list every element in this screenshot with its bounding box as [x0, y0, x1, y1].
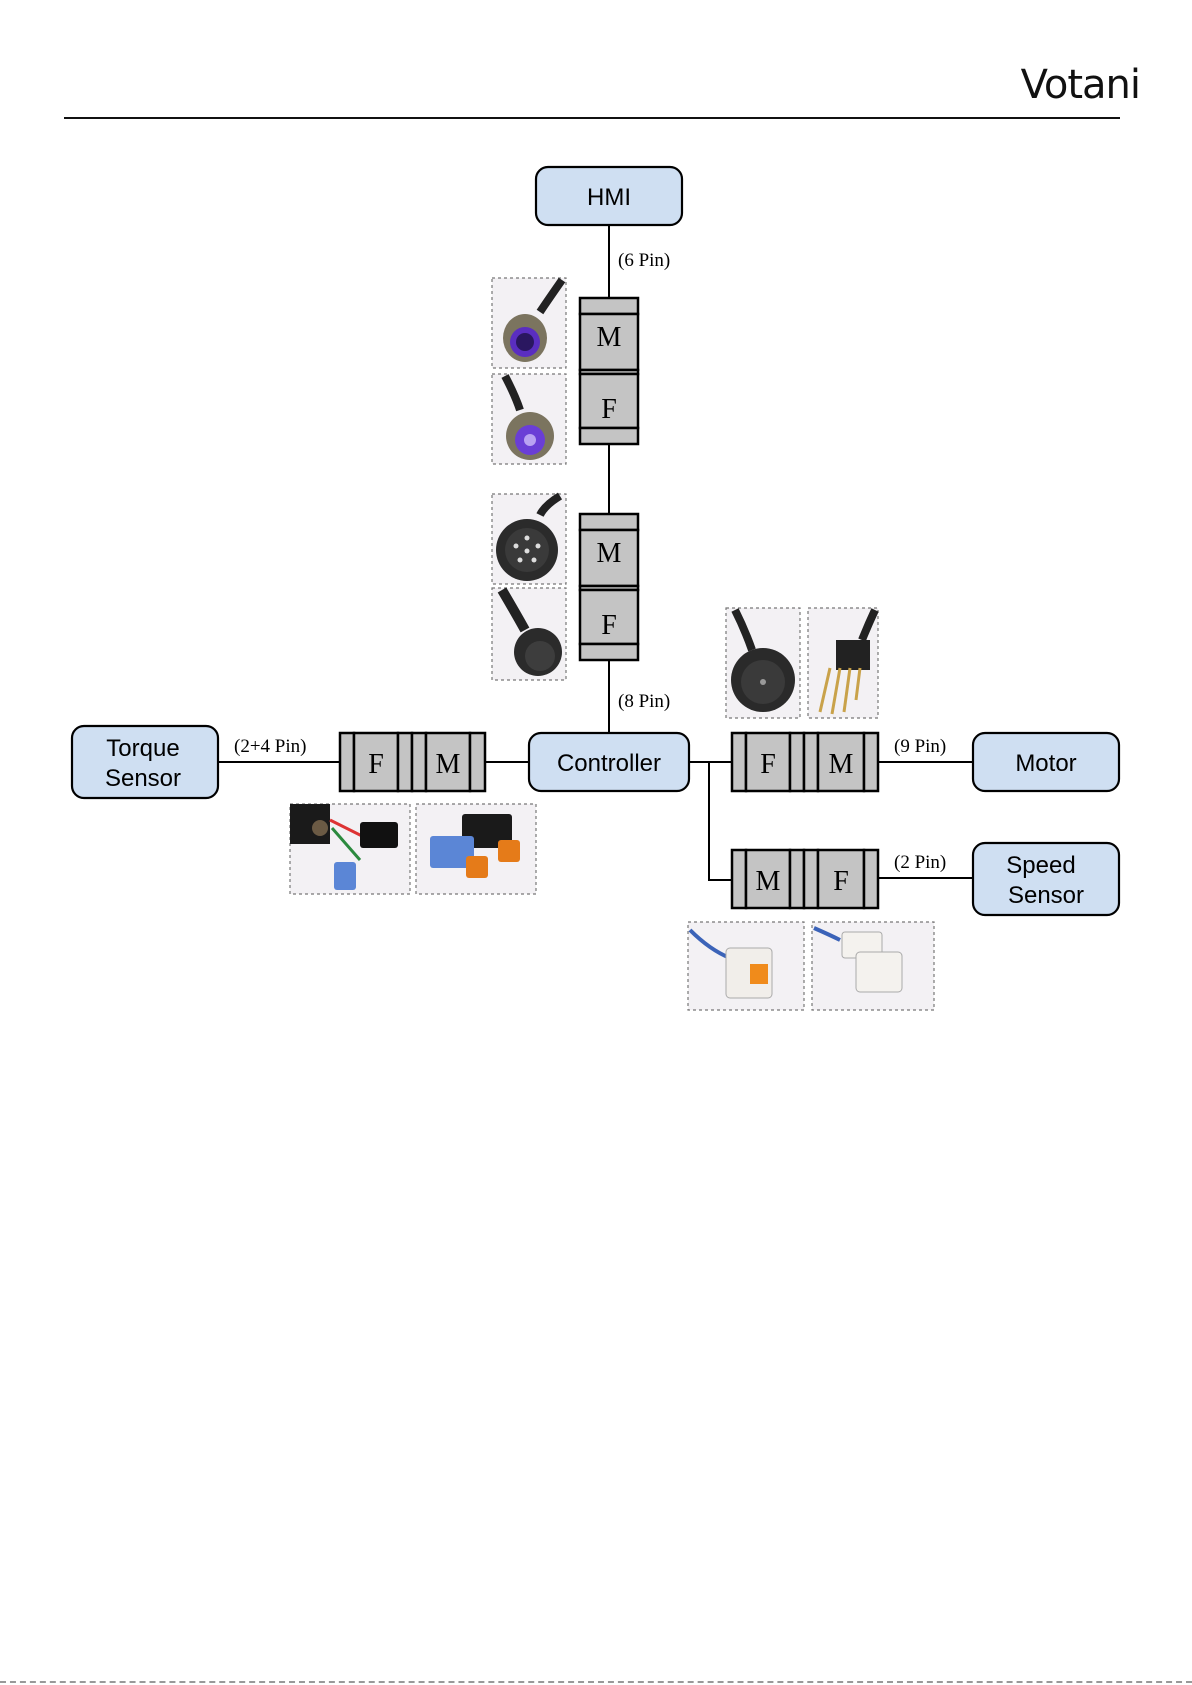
connector-cap	[864, 733, 878, 791]
connector-head-icon	[836, 640, 870, 670]
controller-label: Controller	[557, 750, 661, 777]
connector-pins-icon	[524, 434, 536, 446]
connector-face-icon	[525, 641, 555, 671]
torque-sensor-label-line1: Torque	[106, 735, 179, 762]
connector-cap	[470, 733, 485, 791]
connector-speed: M F	[732, 850, 878, 908]
connector-cap	[732, 850, 746, 908]
photo-speed-1	[688, 922, 804, 1010]
motor-label: Motor	[1015, 750, 1076, 777]
torque-sensor-label-line2: Sensor	[105, 765, 181, 792]
connector-hmi: M F	[580, 298, 638, 444]
node-controller: Controller	[529, 733, 689, 791]
connector-male-label: M	[756, 866, 781, 897]
connector-torque: F M	[340, 733, 485, 791]
node-hmi: HMI	[536, 167, 682, 225]
pin-label-motor: (9 Pin)	[894, 736, 946, 757]
connector-female-label: F	[760, 749, 776, 780]
connector-band	[398, 733, 412, 791]
connector-band	[804, 733, 818, 791]
connector-male-label: M	[597, 322, 622, 353]
footer-rule	[0, 1681, 1192, 1683]
speed-sensor-label-line2: Sensor	[1008, 882, 1084, 909]
node-torque-sensor: Torque Sensor	[72, 726, 218, 798]
connector-band	[412, 733, 426, 791]
connector-cap	[580, 514, 638, 530]
pin-dot	[525, 549, 530, 554]
pin-label-speed: (2 Pin)	[894, 852, 946, 873]
mount-hole-icon	[312, 820, 328, 836]
connector-female-label: F	[601, 394, 617, 425]
connector-pins-icon	[516, 333, 534, 351]
pin-label-torque: (2+4 Pin)	[234, 736, 306, 757]
connector-cap	[580, 644, 638, 660]
photo-hmi-male	[492, 278, 566, 368]
connector-male-label: M	[436, 749, 461, 780]
pin-dot	[536, 544, 541, 549]
hmi-label: HMI	[587, 184, 631, 211]
pin-dot	[518, 558, 523, 563]
connector-female-label: F	[368, 749, 384, 780]
connector-male-label: M	[829, 749, 854, 780]
connector-black-icon	[360, 822, 398, 848]
photo-hmi-female	[492, 374, 566, 464]
photo-controller-male	[492, 494, 566, 584]
connector-cap	[732, 733, 746, 791]
photo-motor-male	[808, 608, 878, 718]
node-motor: Motor	[973, 733, 1119, 791]
connector-white-body-icon	[856, 952, 902, 992]
connector-cap	[864, 850, 878, 908]
connector-male-label: M	[597, 538, 622, 569]
connector-controller: M F	[580, 514, 638, 660]
connector-orange-icon	[498, 840, 520, 862]
pin-socket	[760, 679, 766, 685]
pin-dot	[532, 558, 537, 563]
connector-motor: F M	[732, 733, 878, 791]
node-speed-sensor: Speed Sensor	[973, 843, 1119, 915]
connector-orange-insert-icon	[750, 964, 768, 984]
photo-motor-female	[726, 608, 800, 718]
pin-label-controller: (8 Pin)	[618, 691, 670, 712]
connector-cap	[340, 733, 354, 791]
pin-label-hmi: (6 Pin)	[618, 250, 670, 271]
speed-sensor-label-line1: Speed	[1006, 852, 1075, 879]
wire-controller-speed-connector	[709, 762, 732, 880]
connector-blue-icon	[334, 862, 356, 890]
connector-cap	[580, 428, 638, 444]
connector-band	[804, 850, 818, 908]
connector-cap	[580, 298, 638, 314]
connector-female-label: F	[601, 610, 617, 641]
photo-torque-2	[416, 804, 536, 894]
connector-band	[790, 733, 804, 791]
connector-female-label: F	[833, 866, 849, 897]
connector-band	[790, 850, 804, 908]
photo-controller-female	[492, 588, 566, 680]
pin-dot	[525, 536, 530, 541]
pin-dot	[514, 544, 519, 549]
photo-speed-2	[812, 922, 934, 1010]
photo-torque-1	[290, 804, 410, 894]
connector-orange-icon	[466, 856, 488, 878]
